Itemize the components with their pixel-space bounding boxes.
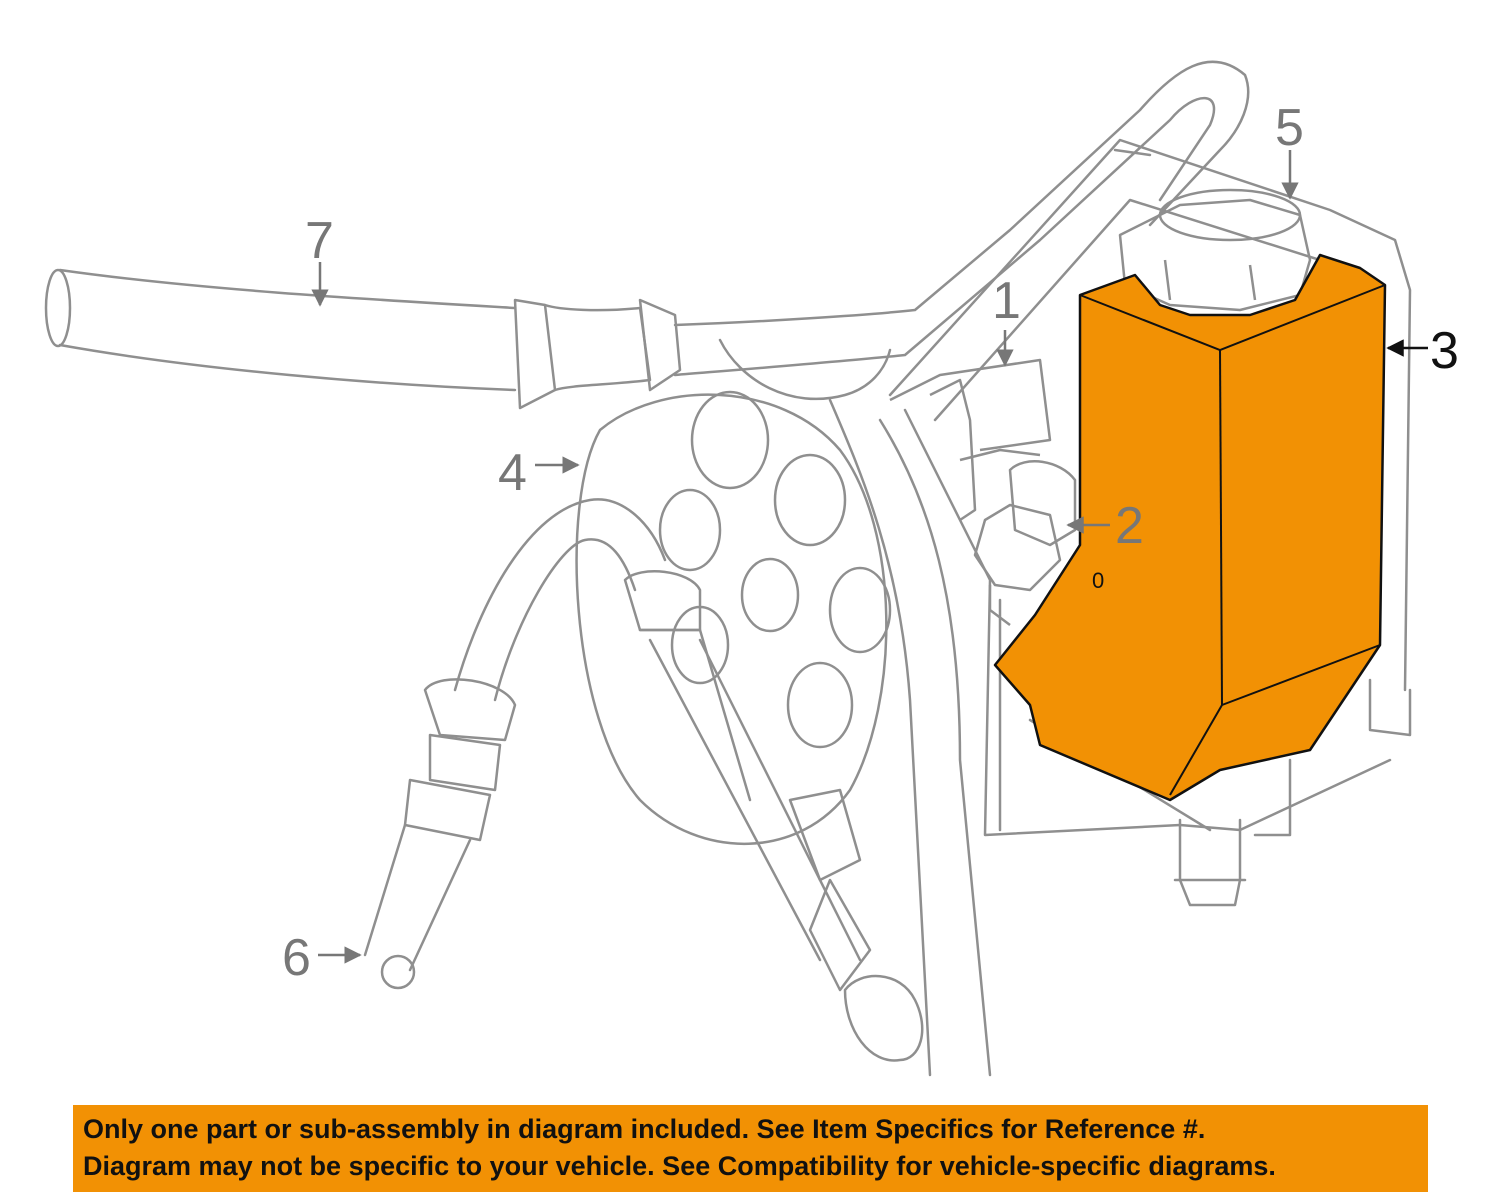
engine-frame: [718, 338, 992, 1077]
callout-7-label: 7: [305, 212, 334, 270]
callout-3-label: 3: [1430, 322, 1459, 380]
reservoir-marking: 0: [1092, 568, 1104, 593]
callout-6-label: 6: [282, 929, 311, 987]
part-3-reservoir: 0: [993, 253, 1387, 802]
callout-2-label: 2: [1115, 497, 1144, 555]
compatibility-notice: Only one part or sub-assembly in diagram…: [73, 1105, 1428, 1192]
part-4-pulley: [575, 390, 892, 846]
callout-4-label: 4: [498, 444, 527, 502]
part-7-hose: [44, 60, 1250, 410]
callout-arrows: [311, 150, 1428, 964]
part-2-fitting: [973, 460, 1077, 626]
part-1-bracket: [889, 358, 1052, 522]
callout-1-label: 1: [992, 272, 1021, 330]
parts-diagram: 0 1 2 3 4 5 6 7: [44, 60, 1459, 1077]
notice-line-2: Diagram may not be specific to your vehi…: [83, 1151, 1276, 1181]
part-6-hose: [363, 498, 924, 1062]
callout-5-label: 5: [1275, 99, 1304, 157]
diagram-svg: 0 1 2 3 4 5 6 7: [44, 60, 1459, 1077]
notice-line-1: Only one part or sub-assembly in diagram…: [83, 1114, 1206, 1144]
